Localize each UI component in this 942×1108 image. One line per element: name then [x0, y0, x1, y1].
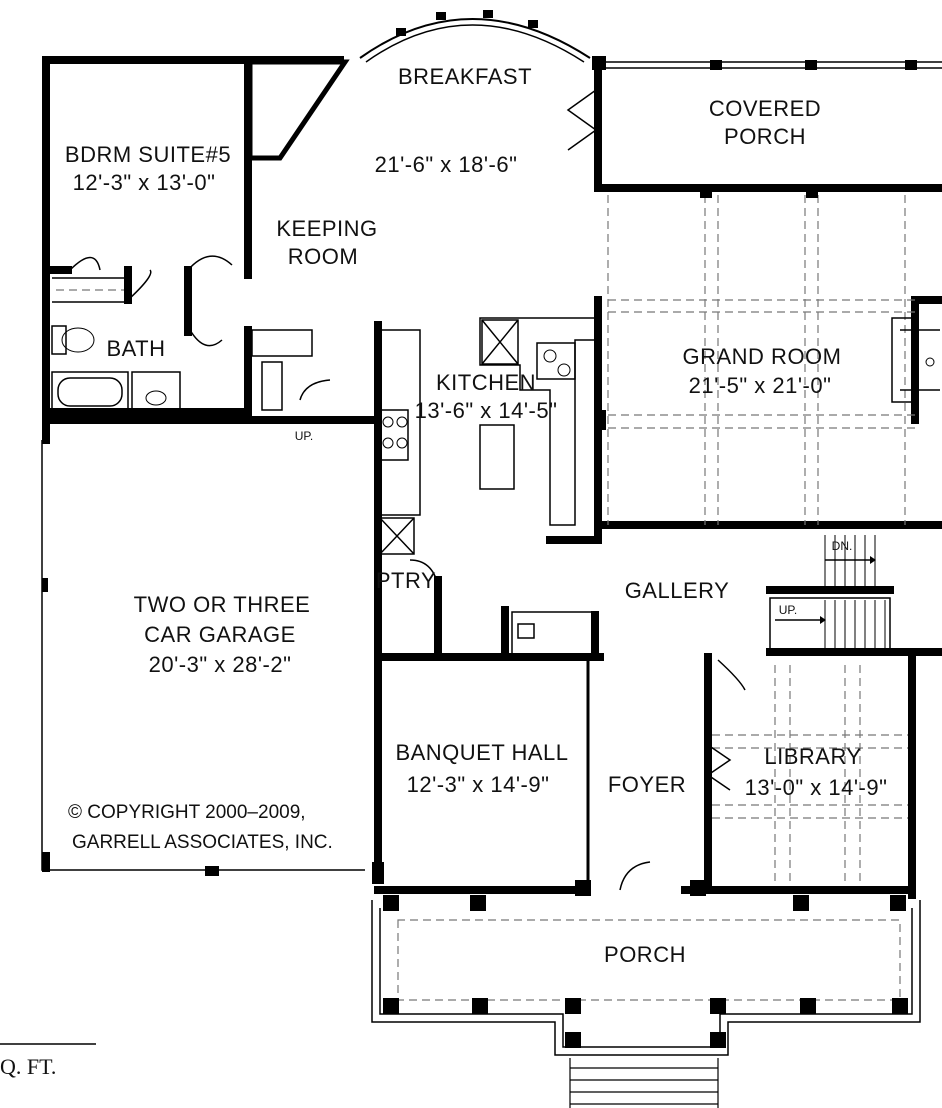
- keeping-room-label-line2: ROOM: [288, 244, 358, 269]
- library-ceiling: [706, 659, 908, 885]
- grand-room-size: 21'-5" x 21'-0": [689, 373, 832, 398]
- banquet-hall-label: BANQUET HALL: [395, 740, 568, 765]
- stair-up-label-1: UP.: [295, 429, 313, 443]
- bdrm-suite-label: BDRM SUITE#5: [65, 142, 231, 167]
- copyright-line2: GARRELL ASSOCIATES, INC.: [72, 832, 333, 853]
- kitchen-label: KITCHEN: [436, 370, 536, 395]
- grand-room-ceiling: [594, 186, 940, 525]
- stairs: [769, 535, 891, 651]
- grand-room-label: GRAND ROOM: [683, 344, 842, 369]
- pantry-label: PTRY: [376, 568, 436, 593]
- covered-porch-label-line1: COVERED: [709, 96, 821, 121]
- breakfast-size: 21'-6" x 18'-6": [375, 152, 518, 177]
- kitchen-fixtures: [379, 317, 596, 655]
- bdrm-suite-size: 12'-3" x 13'-0": [73, 170, 216, 195]
- library-size: 13'-0" x 14'-9": [745, 775, 888, 800]
- garage-label-line1: TWO OR THREE: [134, 592, 311, 617]
- garage-posts: [42, 578, 384, 884]
- breakfast-label: BREAKFAST: [398, 64, 532, 89]
- foyer-label: FOYER: [608, 772, 686, 797]
- covered-porch-structure: [566, 56, 942, 151]
- stair-down-label: DN.: [832, 539, 853, 553]
- stair-up-label-2: UP.: [779, 603, 797, 617]
- keeping-room-label-line1: KEEPING: [276, 216, 377, 241]
- sqft-fragment: Q. FT.: [0, 1054, 56, 1079]
- front-porch-structure: [371, 880, 921, 1108]
- gallery-label: GALLERY: [625, 578, 730, 603]
- library-label: LIBRARY: [764, 744, 861, 769]
- bay-window: [359, 10, 591, 63]
- garage-size: 20'-3" x 28'-2": [149, 652, 292, 677]
- bath-fixtures: [51, 277, 313, 413]
- kitchen-size: 13'-6" x 14'-5": [415, 398, 558, 423]
- banquet-hall-size: 12'-3" x 14'-9": [407, 772, 550, 797]
- bath-label: BATH: [106, 336, 165, 361]
- garage-label-line2: CAR GARAGE: [144, 622, 296, 647]
- porch-label: PORCH: [604, 942, 686, 967]
- door-swings: [69, 255, 651, 891]
- covered-porch-label-line2: PORCH: [724, 124, 806, 149]
- copyright-line1: © COPYRIGHT 2000–2009,: [68, 802, 306, 823]
